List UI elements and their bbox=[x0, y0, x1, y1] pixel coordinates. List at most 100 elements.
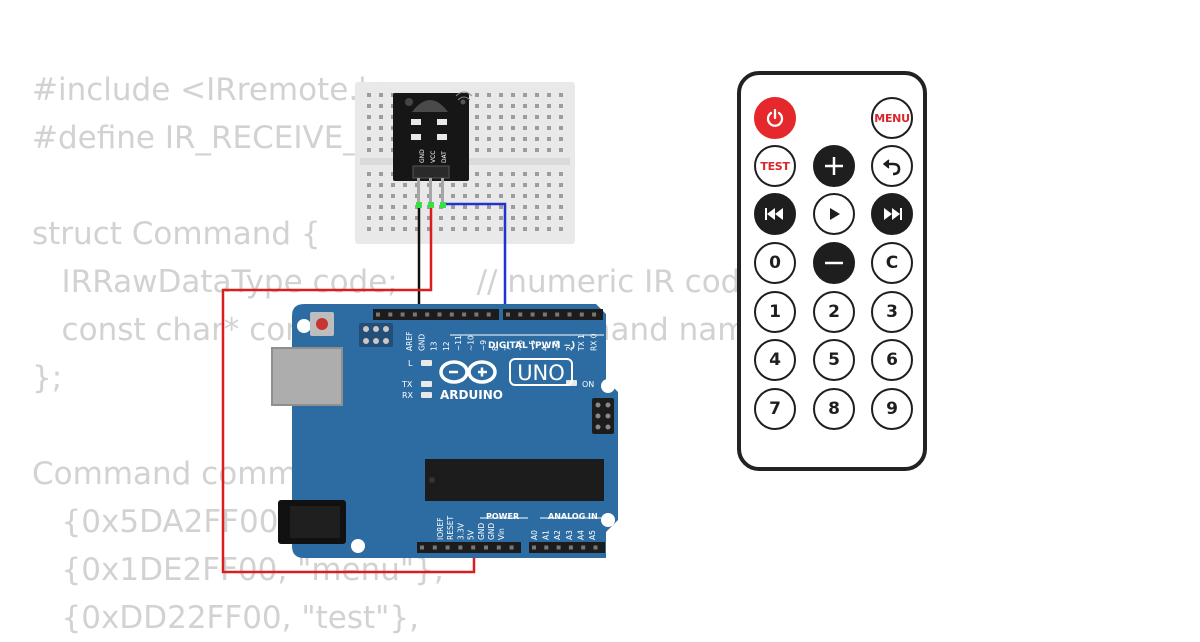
breadboard-hole bbox=[403, 216, 407, 220]
breadboard-hole bbox=[499, 137, 503, 141]
digit-9-button[interactable]: 9 bbox=[871, 388, 913, 430]
breadboard-hole bbox=[475, 172, 479, 176]
breadboard-hole bbox=[403, 227, 407, 231]
sensor-pin-vcc-label: VCC bbox=[430, 151, 437, 163]
atmega-chip bbox=[425, 459, 604, 501]
back-button[interactable] bbox=[871, 145, 913, 187]
play-button[interactable] bbox=[813, 193, 855, 235]
breadboard-hole bbox=[499, 115, 503, 119]
sensor-pin-dat-label: DAT bbox=[441, 151, 448, 163]
breadboard-hole bbox=[475, 104, 479, 108]
menu-button[interactable]: MENU bbox=[871, 97, 913, 139]
breadboard-hole bbox=[475, 205, 479, 209]
pin-label: GND bbox=[417, 334, 426, 351]
breadboard-hole bbox=[475, 137, 479, 141]
led-tx-label: TX bbox=[401, 380, 413, 389]
power-icon bbox=[766, 108, 784, 127]
breadboard-hole bbox=[367, 93, 371, 97]
digit-1-button[interactable]: 1 bbox=[754, 291, 796, 333]
breadboard-hole bbox=[535, 194, 539, 198]
breadboard-hole bbox=[547, 93, 551, 97]
breadboard-hole bbox=[535, 93, 539, 97]
pin-label: GND bbox=[487, 523, 496, 540]
header-pin bbox=[542, 312, 547, 317]
breadboard-hole bbox=[559, 126, 563, 130]
digit-7-button[interactable]: 7 bbox=[754, 388, 796, 430]
breadboard-hole bbox=[511, 183, 515, 187]
breadboard-hole bbox=[367, 148, 371, 152]
header-pin bbox=[581, 545, 586, 550]
ir-remote-control: MENU TEST 0 C 1 2 3 4 5 6 7 8 9 bbox=[737, 71, 927, 471]
header-pin bbox=[579, 312, 584, 317]
breadboard-hole bbox=[451, 216, 455, 220]
code-line: struct Command { bbox=[32, 216, 321, 252]
breadboard-hole bbox=[487, 126, 491, 130]
minus-button[interactable] bbox=[813, 242, 855, 284]
plus-button[interactable] bbox=[813, 145, 855, 187]
breadboard-hole bbox=[475, 115, 479, 119]
power-header bbox=[417, 542, 521, 553]
breadboard-hole bbox=[559, 194, 563, 198]
header-pin bbox=[555, 312, 560, 317]
breadboard-hole bbox=[379, 216, 383, 220]
breadboard-hole bbox=[547, 216, 551, 220]
breadboard-hole bbox=[523, 216, 527, 220]
breadboard-hole bbox=[523, 227, 527, 231]
pin-label: Vin bbox=[497, 528, 506, 540]
breadboard-hole bbox=[463, 194, 467, 198]
header-pin bbox=[592, 312, 597, 317]
breadboard-hole bbox=[367, 104, 371, 108]
clear-button[interactable]: C bbox=[871, 242, 913, 284]
header-pin bbox=[484, 545, 488, 550]
breadboard-hole bbox=[439, 227, 443, 231]
breadboard-hole bbox=[547, 126, 551, 130]
breadboard-hole bbox=[511, 216, 515, 220]
pin-label: 7 bbox=[503, 346, 512, 351]
power-button[interactable] bbox=[754, 97, 796, 139]
header-pin bbox=[458, 545, 463, 550]
breadboard-hole bbox=[367, 172, 371, 176]
test-button[interactable]: TEST bbox=[754, 145, 796, 187]
breadboard-hole bbox=[547, 148, 551, 152]
return-arrow-icon bbox=[882, 159, 901, 176]
pin-label: 3.3V bbox=[456, 522, 465, 540]
header-pin bbox=[509, 545, 514, 550]
breadboard-hole bbox=[535, 137, 539, 141]
pin-label: A2 bbox=[553, 530, 562, 540]
breadboard-hole bbox=[511, 205, 515, 209]
breadboard-hole bbox=[487, 148, 491, 152]
led-rx-label: RX bbox=[402, 391, 414, 400]
digit-5-button[interactable]: 5 bbox=[813, 339, 855, 381]
breadboard-hole bbox=[475, 194, 479, 198]
previous-button[interactable] bbox=[754, 193, 796, 235]
pin-label: A1 bbox=[542, 530, 551, 540]
breadboard-hole bbox=[547, 137, 551, 141]
next-button[interactable] bbox=[871, 193, 913, 235]
analog-header-label: ANALOG IN bbox=[548, 512, 598, 521]
breadboard-hole bbox=[487, 137, 491, 141]
breadboard-hole bbox=[403, 194, 407, 198]
pin-label: AREF bbox=[405, 332, 414, 351]
zero-button[interactable]: 0 bbox=[754, 242, 796, 284]
breadboard-hole bbox=[427, 227, 431, 231]
board-brand-label: ARDUINO bbox=[440, 388, 503, 402]
digit-8-button[interactable]: 8 bbox=[813, 388, 855, 430]
breadboard-hole bbox=[535, 148, 539, 152]
breadboard-hole bbox=[475, 227, 479, 231]
breadboard-hole bbox=[535, 227, 539, 231]
breadboard-hole bbox=[499, 126, 503, 130]
digit-6-button[interactable]: 6 bbox=[871, 339, 913, 381]
pin-label: GND bbox=[477, 523, 486, 540]
breadboard-hole bbox=[499, 205, 503, 209]
breadboard-hole bbox=[523, 194, 527, 198]
header-pin bbox=[568, 545, 573, 550]
digit-3-button[interactable]: 3 bbox=[871, 291, 913, 333]
header-pin bbox=[412, 312, 417, 317]
breadboard-hole bbox=[487, 216, 491, 220]
breadboard-hole bbox=[547, 104, 551, 108]
breadboard-hole bbox=[403, 205, 407, 209]
breadboard-hole bbox=[523, 183, 527, 187]
rewind-icon bbox=[765, 208, 783, 220]
digit-2-button[interactable]: 2 bbox=[813, 291, 855, 333]
digit-4-button[interactable]: 4 bbox=[754, 339, 796, 381]
